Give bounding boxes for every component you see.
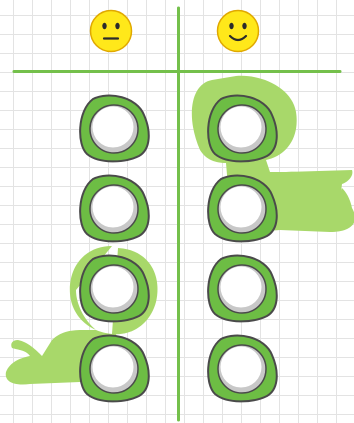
token-slot[interactable] xyxy=(208,256,277,322)
token-slot[interactable] xyxy=(208,336,277,402)
smiling-face-icon[interactable] xyxy=(218,11,259,52)
token-slot[interactable] xyxy=(80,336,149,402)
token-slot[interactable] xyxy=(80,96,149,162)
neutral-face-icon[interactable] xyxy=(91,11,132,52)
token-slot[interactable] xyxy=(80,176,149,242)
token-slot[interactable] xyxy=(80,256,149,322)
token-slot[interactable] xyxy=(208,96,277,162)
token-slot[interactable] xyxy=(208,176,277,242)
